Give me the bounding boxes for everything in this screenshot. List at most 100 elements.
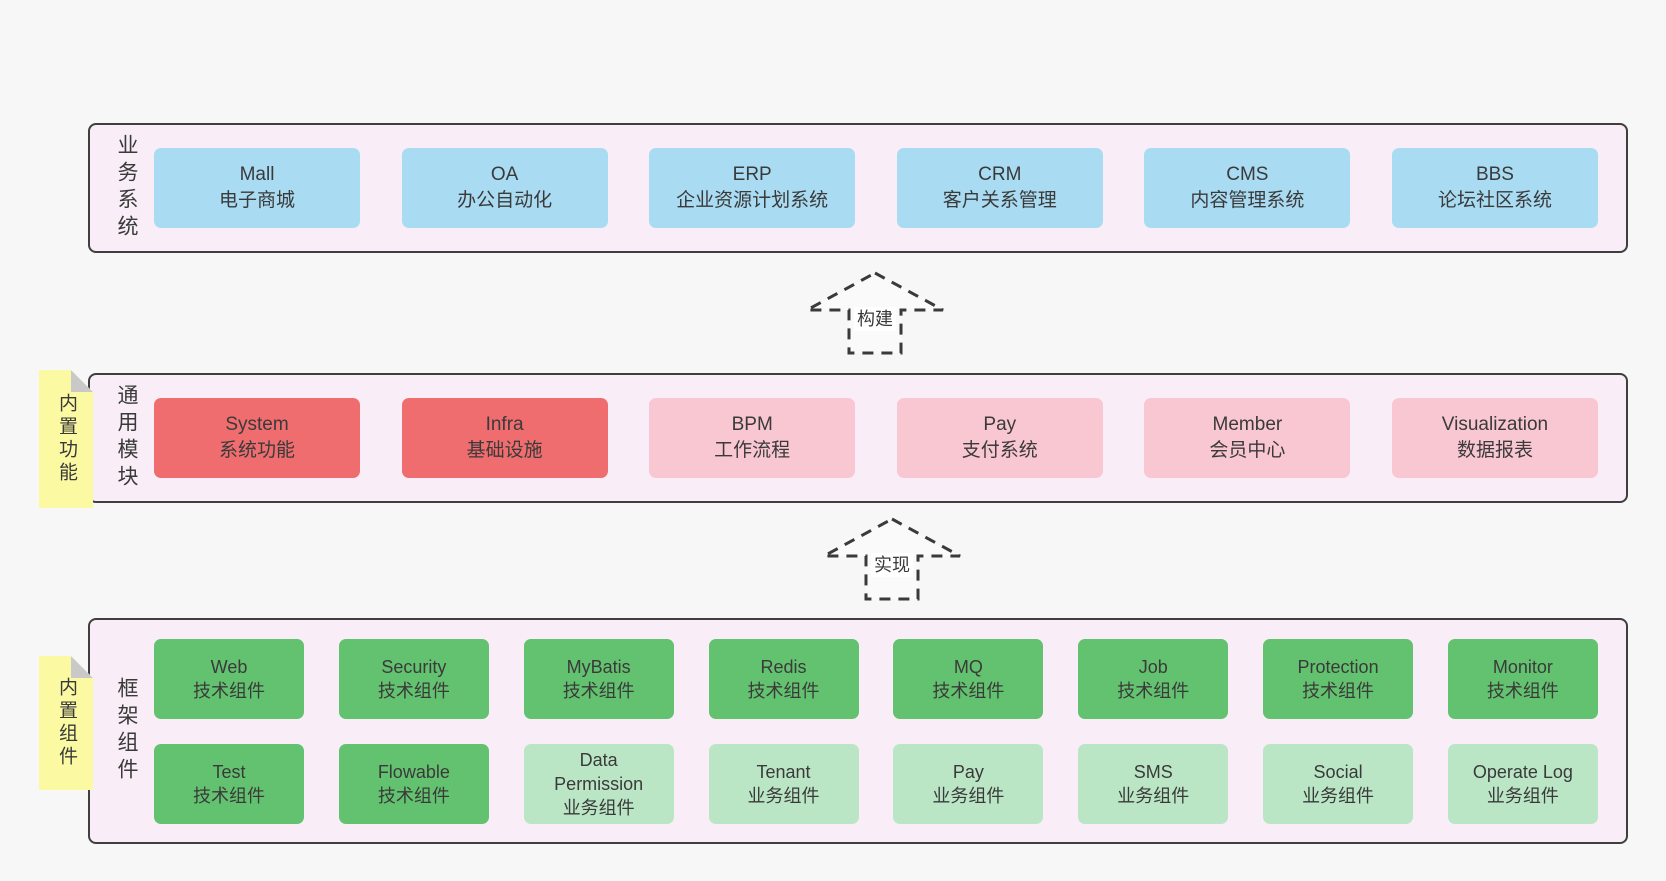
module-name: MQ (953, 656, 983, 677)
module-name: CMS (1226, 164, 1269, 185)
band-label: 业务系统 (115, 134, 138, 242)
module-name: BPM (731, 414, 773, 435)
module-box: Infra 基础设施 (401, 398, 608, 478)
band-rows: System 系统功能 Infra 基础设施 BPM 工作流程 Pay 支付系统… (154, 398, 1598, 478)
band-business-systems: 业务系统 Mall 电子商城 OA 办公自动化 ERP 企业资源计划系统 CRM… (88, 123, 1628, 253)
module-name: Security (381, 656, 447, 677)
module-name: Social (1313, 761, 1363, 782)
module-desc: 内容管理系统 (1190, 190, 1305, 211)
module-desc: 业务组件 (932, 785, 1005, 806)
module-desc: 业务组件 (562, 797, 635, 818)
module-name: Test (212, 761, 246, 782)
band-rows: Web 技术组件 Security 技术组件 MyBatis 技术组件 Redi… (154, 638, 1598, 824)
module-name: Mall (239, 164, 275, 185)
module-desc: 技术组件 (1486, 680, 1559, 701)
module-name: Protection (1297, 656, 1379, 677)
module-box: Member 会员中心 (1144, 398, 1351, 478)
module-box: Web 技术组件 (154, 638, 304, 719)
module-desc: 业务组件 (1117, 785, 1190, 806)
module-name: Data Permission (554, 749, 644, 794)
module-box: Pay 支付系统 (896, 398, 1103, 478)
module-name: Visualization (1441, 414, 1549, 435)
module-desc: 技术组件 (932, 680, 1005, 701)
module-box: CRM 客户关系管理 (896, 148, 1103, 228)
module-name: MyBatis (566, 656, 631, 677)
module-name: Operate Log (1472, 761, 1573, 782)
band-label: 通用模块 (115, 384, 138, 492)
module-name: System (225, 414, 289, 435)
module-box: Mall 电子商城 (154, 148, 360, 228)
band-framework-components: 框架组件 Web 技术组件 Security 技术组件 MyBatis 技术组件… (88, 618, 1628, 844)
module-box: BPM 工作流程 (649, 398, 856, 478)
sticky-label: 内置功能 (56, 393, 77, 485)
module-box: Monitor 技术组件 (1447, 638, 1598, 719)
module-box: Protection 技术组件 (1263, 638, 1414, 719)
module-desc: 客户关系管理 (942, 190, 1057, 211)
module-name: SMS (1133, 761, 1173, 782)
module-desc: 技术组件 (377, 680, 450, 701)
module-box: Redis 技术组件 (708, 638, 859, 719)
module-desc: 会员中心 (1209, 440, 1286, 461)
module-desc: 论坛社区系统 (1437, 190, 1552, 211)
build-arrow-label: 构建 (854, 307, 896, 331)
module-desc: 工作流程 (714, 440, 791, 461)
module-desc: 企业资源计划系统 (676, 190, 829, 211)
module-box: Operate Log 业务组件 (1447, 743, 1598, 824)
module-box: Job 技术组件 (1078, 638, 1229, 719)
module-box: Test 技术组件 (154, 743, 304, 824)
module-box: MQ 技术组件 (893, 638, 1044, 719)
build-arrow: 构建 (804, 270, 946, 356)
module-name: Web (210, 656, 248, 677)
module-desc: 系统功能 (218, 440, 295, 461)
module-desc: 技术组件 (193, 785, 265, 806)
module-desc: 基础设施 (466, 440, 543, 461)
module-desc: 办公自动化 (457, 190, 553, 211)
module-box: CMS 内容管理系统 (1144, 148, 1351, 228)
module-box: Data Permission 业务组件 (523, 743, 674, 824)
module-row: Web 技术组件 Security 技术组件 MyBatis 技术组件 Redi… (154, 638, 1598, 719)
module-desc: 技术组件 (377, 785, 450, 806)
module-desc: 技术组件 (1302, 680, 1375, 701)
implement-arrow: 实现 (821, 516, 963, 602)
module-box: Visualization 数据报表 (1391, 398, 1598, 478)
module-name: Job (1138, 656, 1168, 677)
module-row: Mall 电子商城 OA 办公自动化 ERP 企业资源计划系统 CRM 客户关系… (154, 148, 1598, 228)
module-row: Test 技术组件 Flowable 技术组件 Data Permission … (154, 743, 1598, 824)
module-desc: 技术组件 (1117, 680, 1190, 701)
module-desc: 电子商城 (218, 190, 295, 211)
implement-arrow-label: 实现 (871, 553, 913, 577)
band-label: 框架组件 (115, 677, 138, 785)
module-name: OA (490, 164, 519, 185)
module-name: Tenant (756, 761, 811, 782)
module-desc: 技术组件 (747, 680, 820, 701)
module-desc: 业务组件 (1302, 785, 1375, 806)
module-box: Pay 业务组件 (893, 743, 1044, 824)
module-name: Monitor (1492, 656, 1553, 677)
module-name: Redis (760, 656, 807, 677)
sticky-built-in-features: 内置功能 (39, 370, 93, 508)
module-name: BBS (1475, 164, 1514, 185)
module-box: SMS 业务组件 (1078, 743, 1229, 824)
module-box: Social 业务组件 (1263, 743, 1414, 824)
module-desc: 业务组件 (1486, 785, 1559, 806)
module-desc: 支付系统 (961, 440, 1038, 461)
module-name: Member (1212, 414, 1283, 435)
module-box: Flowable 技术组件 (338, 743, 489, 824)
module-box: System 系统功能 (154, 398, 360, 478)
module-box: MyBatis 技术组件 (523, 638, 674, 719)
band-rows: Mall 电子商城 OA 办公自动化 ERP 企业资源计划系统 CRM 客户关系… (154, 148, 1598, 228)
module-name: ERP (732, 164, 772, 185)
module-box: Security 技术组件 (338, 638, 489, 719)
sticky-built-in-components: 内置组件 (39, 656, 93, 790)
sticky-label: 内置组件 (56, 677, 77, 769)
module-box: OA 办公自动化 (401, 148, 608, 228)
module-desc: 数据报表 (1456, 440, 1533, 461)
module-desc: 业务组件 (747, 785, 820, 806)
module-name: Pay (952, 761, 984, 782)
module-desc: 技术组件 (193, 680, 265, 701)
band-common-modules: 通用模块 System 系统功能 Infra 基础设施 BPM 工作流程 Pay… (88, 373, 1628, 503)
module-name: Infra (485, 414, 524, 435)
module-desc: 技术组件 (562, 680, 635, 701)
module-box: Tenant 业务组件 (708, 743, 859, 824)
